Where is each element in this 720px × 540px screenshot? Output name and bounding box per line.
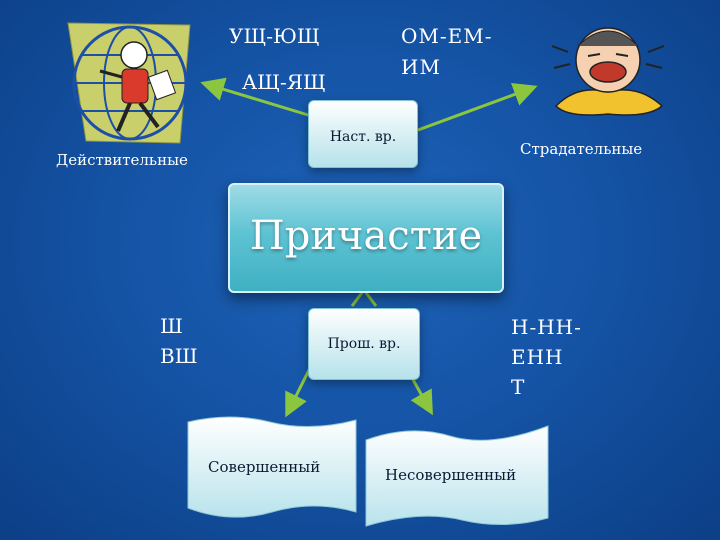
arrow-to-active bbox=[200, 77, 319, 120]
past-passive-suffix-line2: ЕНН bbox=[511, 345, 564, 369]
past-passive-suffix-line3: Т bbox=[511, 375, 526, 399]
passive-label: Страдательные bbox=[520, 140, 643, 158]
past-tense-box: Прош. вр. bbox=[308, 308, 420, 380]
past-tense-label: Прош. вр. bbox=[327, 336, 401, 352]
active-suffix-line2: АЩ-ЯЩ bbox=[242, 70, 326, 94]
passive-suffix-line1: ОМ-ЕМ- bbox=[401, 24, 493, 48]
perfective-banner bbox=[187, 416, 357, 518]
runner-globe-illustration bbox=[67, 22, 191, 144]
present-tense-box: Наст. вр. bbox=[308, 100, 418, 168]
passive-suffix-line2: ИМ bbox=[401, 55, 441, 79]
center-box: Причастие bbox=[228, 183, 504, 293]
imperfective-banner bbox=[365, 425, 549, 527]
past-passive-suffix-line1: Н-НН- bbox=[511, 315, 582, 339]
past-active-suffix-line2: ВШ bbox=[160, 344, 198, 368]
active-suffix-line1: УЩ-ЮЩ bbox=[229, 24, 320, 48]
present-tense-label: Наст. вр. bbox=[329, 129, 397, 145]
center-title: Причастие bbox=[249, 213, 483, 259]
imperfective-label: Несовершенный bbox=[385, 466, 517, 484]
crying-face-illustration bbox=[551, 27, 665, 116]
perfective-label: Совершенный bbox=[208, 458, 321, 476]
active-label: Действительные bbox=[56, 151, 188, 169]
arrow-to-passive bbox=[417, 82, 538, 132]
past-active-suffix-line1: Ш bbox=[160, 314, 183, 338]
